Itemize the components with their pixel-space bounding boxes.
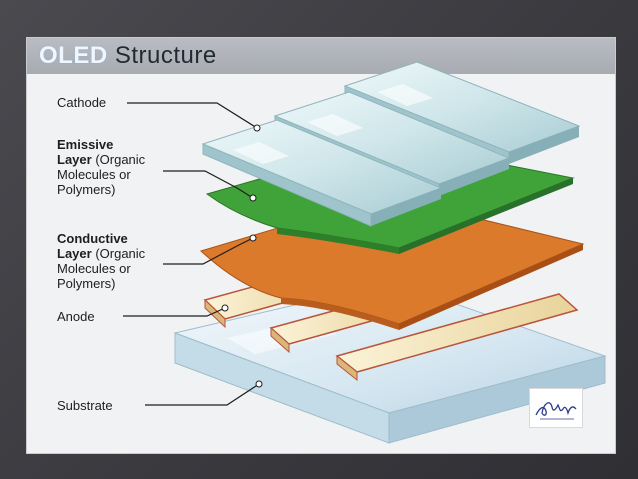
cathode-label: Cathode [57,95,107,110]
emissive-label: Emissive Layer (Organic Molecules or Pol… [57,137,145,197]
emissive-bold-1: Emissive [57,137,114,152]
conductive-rest-1: (Organic [91,246,146,261]
conductive-rest-3: Polymers) [57,276,116,291]
title-rest: Structure [114,42,217,69]
title-bar [27,38,615,74]
slide-frame: OLED Structure [26,37,616,454]
cathode-leader [127,102,258,129]
anode-label: Anode [57,309,95,324]
substrate-label: Substrate [57,398,113,413]
conductive-bold-1: Conductive [57,231,128,246]
emissive-rest-3: Polymers) [57,182,116,197]
cathode-strips [201,61,581,227]
emissive-bold-2: Layer [57,152,92,167]
signature-logo [529,388,583,428]
conductive-bold-2: Layer [57,246,92,261]
emissive-rest-2: Molecules or [57,167,131,182]
signature-icon [535,402,577,420]
page-title: OLED Structure [39,42,217,70]
anode-leader [123,307,226,317]
substrate-leader [145,383,260,406]
conductive-label: Conductive Layer (Organic Molecules or P… [57,231,145,291]
leader-dots [221,124,263,388]
oled-layer-diagram [123,61,607,444]
emissive-rest-1: (Organic [91,152,146,167]
leader-lines [123,102,260,406]
conductive-leader [163,237,254,265]
conductive-rest-2: Molecules or [57,261,131,276]
emissive-leader [163,170,254,199]
title-accent: OLED [39,42,108,69]
